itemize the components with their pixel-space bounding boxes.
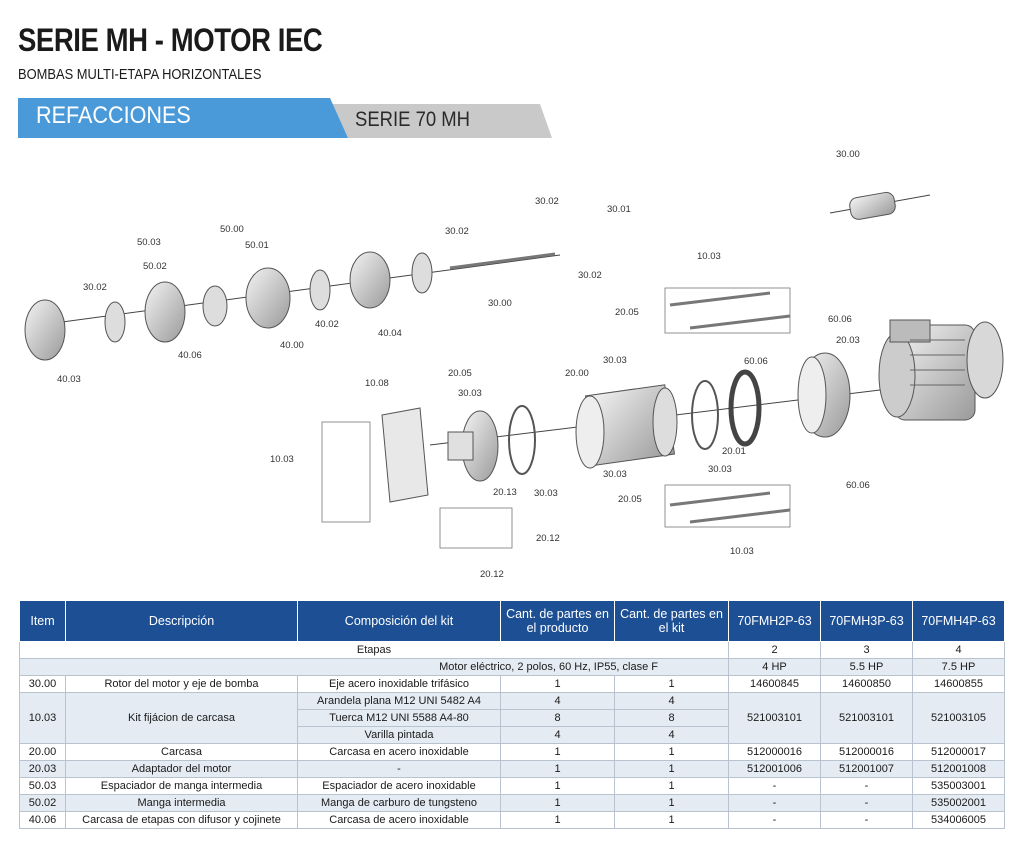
- label-10-08: 10.08: [365, 378, 389, 389]
- label-30-01: 30.01: [607, 204, 631, 215]
- label-30-03: 30.03: [603, 355, 627, 366]
- label-60-06: 60.06: [846, 480, 870, 491]
- banner-series: SERIE 70 MH: [355, 108, 471, 131]
- col-descripcion: Descripción: [65, 600, 298, 642]
- label-30-00: 30.00: [836, 149, 860, 160]
- label-20-05: 20.05: [618, 494, 642, 505]
- pump-head-icon: [381, 407, 499, 503]
- label-60-06: 60.06: [828, 314, 852, 325]
- label-20-01: 20.01: [722, 446, 746, 457]
- tie-rod-icons: [449, 252, 791, 524]
- table-row: 10.03 Kit fijácion de carcasa Arandela p…: [19, 692, 1005, 744]
- label-40-02: 40.02: [315, 319, 339, 330]
- label-40-00: 40.00: [280, 340, 304, 351]
- stage-icons: [24, 251, 433, 361]
- label-40-06: 40.06: [178, 350, 202, 361]
- page-subtitle: BOMBAS MULTI-ETAPA HORIZONTALES: [18, 66, 262, 83]
- label-30-03: 30.03: [603, 469, 627, 480]
- col-cant-producto: Cant. de partes en el producto: [500, 600, 615, 642]
- motor-icon: [878, 319, 1004, 421]
- label-30-03: 30.03: [458, 388, 482, 399]
- parts-table: Item Descripción Composición del kit Can…: [19, 600, 1005, 829]
- o-ring-icon: [728, 369, 762, 447]
- col-item: Item: [19, 600, 66, 642]
- exploded-parts-diagram: 30.00 30.02 30.01 30.02 30.02 30.00 50.0…: [0, 140, 1024, 595]
- motor-adapter-icon: [797, 352, 851, 438]
- label-10-03: 10.03: [697, 251, 721, 262]
- label-30-02: 30.02: [535, 196, 559, 207]
- parts-table-container: Item Descripción Composición del kit Can…: [19, 600, 1005, 829]
- label-20-00: 20.00: [565, 368, 589, 379]
- label-30-02: 30.02: [83, 282, 107, 293]
- label-20-12: 20.12: [536, 533, 560, 544]
- casing-icon: [575, 384, 678, 469]
- label-20-05: 20.05: [615, 307, 639, 318]
- label-30-02: 30.02: [445, 226, 469, 237]
- label-20-12: 20.12: [480, 569, 504, 580]
- label-20-03: 20.03: [836, 335, 860, 346]
- label-20-13: 20.13: [493, 487, 517, 498]
- label-30-00: 30.00: [488, 298, 512, 309]
- col-model-3p: 70FMH3P-63: [820, 600, 913, 642]
- table-header-row: Item Descripción Composición del kit Can…: [19, 600, 1005, 642]
- o-ring-icon: [691, 380, 719, 450]
- rotor-shaft-icon: [829, 191, 931, 220]
- table-row: 20.03 Adaptador del motor - 1 1 51200100…: [19, 760, 1005, 778]
- label-50-03: 50.03: [137, 237, 161, 248]
- col-cant-kit: Cant. de partes en el kit: [614, 600, 729, 642]
- label-50-00: 50.00: [220, 224, 244, 235]
- label-40-04: 40.04: [378, 328, 402, 339]
- col-composicion: Composición del kit: [297, 600, 501, 642]
- table-row-motor: Motor eléctrico, 2 polos, 60 Hz, IP55, c…: [19, 658, 1005, 676]
- label-30-02: 30.02: [578, 270, 602, 281]
- label-60-06: 60.06: [744, 356, 768, 367]
- table-row: 50.03 Espaciador de manga intermedia Esp…: [19, 777, 1005, 795]
- table-row-etapas: Etapas 2 3 4: [19, 641, 1005, 659]
- page-title: SERIE MH - MOTOR IEC: [18, 22, 323, 58]
- col-model-4p: 70FMH4P-63: [912, 600, 1005, 642]
- banner-refacciones: REFACCIONES: [36, 102, 191, 129]
- label-50-02: 50.02: [143, 261, 167, 272]
- table-row: Varilla pintada 4 4: [20, 726, 1005, 744]
- label-30-03: 30.03: [534, 488, 558, 499]
- section-banner: [0, 98, 560, 140]
- label-10-03: 10.03: [730, 546, 754, 557]
- label-50-01: 50.01: [245, 240, 269, 251]
- table-row: 50.02 Manga intermedia Manga de carburo …: [19, 794, 1005, 812]
- table-row: 40.06 Carcasa de etapas con difusor y co…: [19, 811, 1005, 829]
- label-20-05: 20.05: [448, 368, 472, 379]
- label-10-03: 10.03: [270, 454, 294, 465]
- col-model-2p: 70FMH2P-63: [728, 600, 821, 642]
- table-row: 20.00 Carcasa Carcasa en acero inoxidabl…: [19, 743, 1005, 761]
- table-row: 30.00 Rotor del motor y eje de bomba Eje…: [19, 675, 1005, 693]
- label-30-03: 30.03: [708, 464, 732, 475]
- o-ring-icon: [508, 405, 536, 475]
- label-40-03: 40.03: [57, 374, 81, 385]
